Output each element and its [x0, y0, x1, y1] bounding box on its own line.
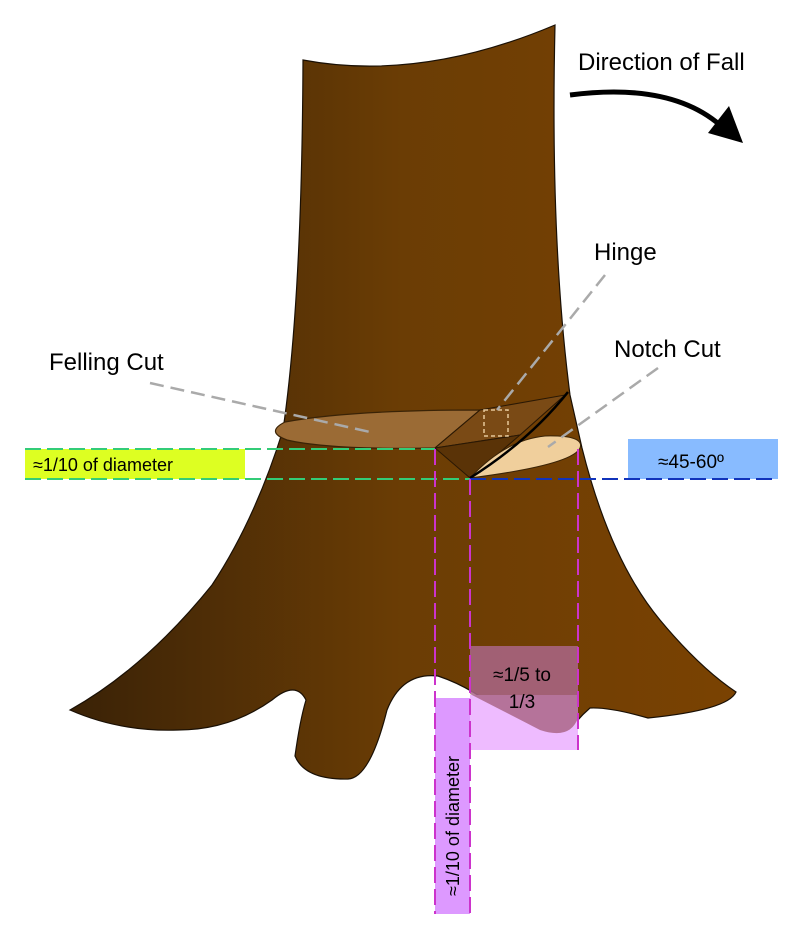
notch-cut-edge: [469, 391, 569, 480]
felling-cut-leader-line: [149, 381, 371, 434]
direction-of-fall-label: Direction of Fall: [578, 49, 745, 76]
tree-trunk: [68, 24, 737, 780]
fall-arrow-icon: [569, 89, 722, 127]
hinge-marker: [483, 409, 509, 437]
notch-cut-leader-line: [547, 366, 659, 449]
fall-arrowhead-icon: [708, 106, 743, 143]
tenth-diameter-vertical-box: [435, 698, 470, 914]
felling-cut-face: [274, 409, 482, 449]
fifth-third-label-line1: ≈1/5 to: [493, 665, 551, 686]
tenth-diameter-horizontal-label: ≈1/10 of diameter: [33, 455, 173, 475]
hinge-label: Hinge: [594, 239, 657, 266]
notch-angle-box: [628, 439, 778, 479]
notch-cut-label: Notch Cut: [614, 336, 721, 363]
tenth-diameter-vertical-label: ≈1/10 of diameter: [443, 756, 463, 896]
notch-angle-label: ≈45-60º: [658, 452, 724, 473]
notch-cut-face: [468, 435, 582, 479]
fifth-third-mauve-box: [470, 646, 578, 734]
fifth-third-label-line2: 1/3: [509, 692, 535, 713]
hinge-leader-line: [496, 274, 606, 411]
felling-cut-label: Felling Cut: [49, 349, 164, 376]
tenth-diameter-box: [25, 449, 245, 479]
